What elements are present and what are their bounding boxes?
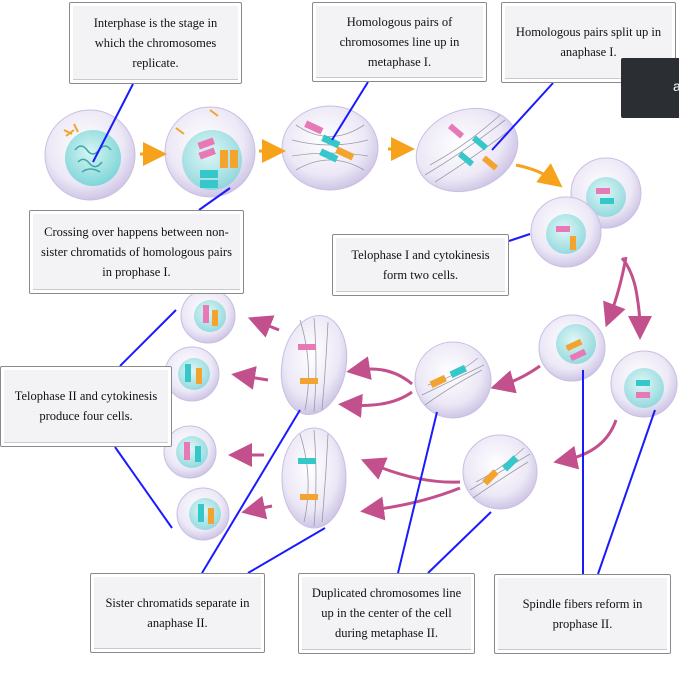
- label-prophase-1-text: Crossing over happens between non-sister…: [33, 214, 240, 290]
- cell-metaphase-2-upper: [414, 341, 492, 419]
- overlay-tab[interactable]: a: [621, 58, 679, 118]
- label-metaphase-2-text: Duplicated chromosomes line up in the ce…: [302, 577, 471, 650]
- label-interphase-text: Interphase is the stage in which the chr…: [73, 6, 238, 80]
- leader-interphase: [92, 83, 134, 163]
- cell-interphase: [44, 109, 136, 201]
- label-metaphase-2: Duplicated chromosomes line up in the ce…: [298, 573, 475, 654]
- arrow-anaphase-2-to-daughter-2: [231, 366, 269, 390]
- label-prophase-2: Spindle fibers reform in prophase II.: [494, 574, 671, 654]
- meiosis-2-arrows: [228, 256, 652, 521]
- cell-telophase-1-lower: [530, 196, 602, 268]
- leader-metaphase-2-b: [427, 511, 492, 574]
- leader-anaphase-2-a: [201, 409, 301, 574]
- label-anaphase-2-text: Sister chromatids separate in anaphase I…: [94, 577, 261, 649]
- leader-telophase-1: [508, 233, 531, 242]
- leader-telophase-2-lower: [114, 446, 173, 529]
- arrow-telophase-1-to-prophase-2-left: [603, 256, 628, 328]
- arrow-prophase-2-to-metaphase-2-lower: [553, 419, 618, 470]
- label-telophase-2: Telophase II and cytokinesis produce fou…: [0, 366, 172, 447]
- leader-anaphase-1: [491, 82, 554, 151]
- leader-prophase-1: [198, 187, 231, 211]
- daughter-cell-3: [163, 425, 217, 479]
- cell-prophase-1: [164, 106, 256, 198]
- cell-anaphase-1: [415, 107, 519, 193]
- overlay-tab-text: a: [673, 78, 679, 94]
- arrow-anaphase-1-to-telophase-1: [515, 163, 563, 188]
- cell-prophase-2-right: [610, 350, 678, 418]
- label-telophase-1-text: Telophase I and cytokinesis form two cel…: [336, 238, 505, 292]
- cell-metaphase-1: [281, 105, 379, 191]
- arrow-metaphase-2-to-anaphase-2-d: [360, 486, 461, 521]
- leader-telophase-2-upper: [119, 309, 177, 367]
- leader-lines: [92, 81, 656, 575]
- leader-metaphase-2-a: [397, 411, 438, 574]
- meiosis-1-arrows: [140, 137, 563, 188]
- label-telophase-1: Telophase I and cytokinesis form two cel…: [332, 234, 509, 296]
- label-telophase-2-text: Telophase II and cytokinesis produce fou…: [4, 370, 168, 443]
- daughter-cell-4: [176, 487, 230, 541]
- arrow-anaphase-2-to-daughter-4: [241, 495, 273, 520]
- daughter-cell-2: [164, 346, 220, 402]
- label-prophase-2-text: Spindle fibers reform in prophase II.: [498, 578, 667, 650]
- arrow-anaphase-2-to-daughter-1: [247, 315, 280, 338]
- cell-anaphase-2-upper: [280, 314, 348, 416]
- label-anaphase-2: Sister chromatids separate in anaphase I…: [90, 573, 265, 653]
- arrow-metaphase-2-to-anaphase-2-b: [338, 390, 413, 418]
- leader-anaphase-2-b: [247, 527, 326, 574]
- label-prophase-1: Crossing over happens between non-sister…: [29, 210, 244, 294]
- arrow-metaphase-2-to-anaphase-2-c: [360, 457, 461, 484]
- cell-anaphase-2-lower: [281, 427, 347, 529]
- cell-prophase-2-left: [538, 314, 606, 382]
- label-interphase: Interphase is the stage in which the chr…: [69, 2, 242, 84]
- daughter-cell-1: [180, 288, 236, 344]
- leader-metaphase-1: [331, 81, 369, 141]
- arrow-telophase-1-to-prophase-2-right: [620, 257, 652, 340]
- cell-metaphase-2-lower: [462, 434, 538, 510]
- arrow-prophase-2-to-metaphase-2-upper: [490, 364, 541, 394]
- leader-prophase-2-b: [597, 409, 656, 575]
- label-metaphase-1: Homologous pairs of chromosomes line up …: [312, 2, 487, 82]
- label-metaphase-1-text: Homologous pairs of chromosomes line up …: [316, 6, 483, 78]
- arrow-metaphase-2-to-anaphase-2-a: [346, 356, 413, 386]
